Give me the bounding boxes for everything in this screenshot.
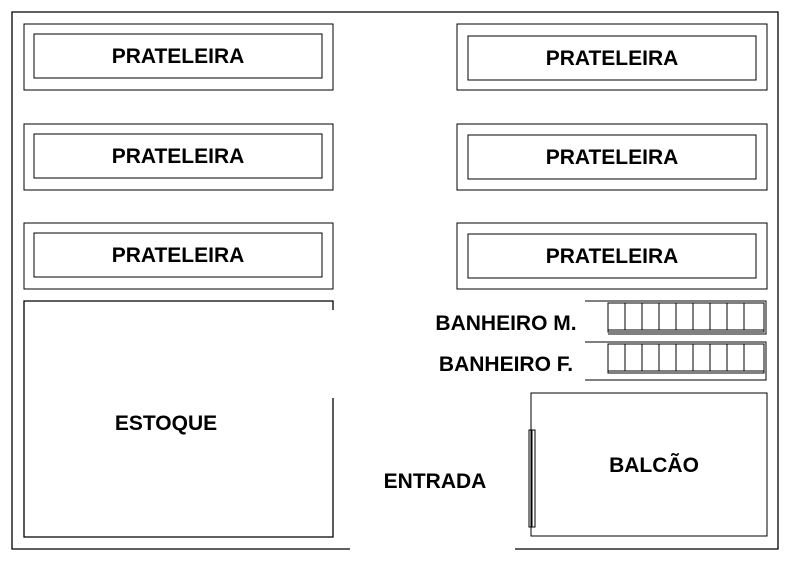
counter[interactable]: BALCÃO <box>528 392 768 537</box>
shelf-label: PRATELEIRA <box>546 47 679 70</box>
shelf-left-3[interactable]: PRATELEIRA <box>23 222 334 290</box>
outer-wall <box>11 11 779 550</box>
entrance-label: ENTRADA <box>384 470 487 493</box>
restroom-male[interactable]: BANHEIRO M. <box>435 300 767 335</box>
shelf-label: PRATELEIRA <box>112 145 245 168</box>
shelf-left-2[interactable]: PRATELEIRA <box>23 123 334 191</box>
shelf-right-2[interactable]: PRATELEIRA <box>456 123 768 191</box>
shelf-label: PRATELEIRA <box>112 244 245 267</box>
restroom-male-stalls <box>624 303 745 330</box>
restroom-male-label: BANHEIRO M. <box>435 312 576 335</box>
counter-label: BALCÃO <box>609 454 699 477</box>
restroom-female-stalls <box>624 344 745 371</box>
shelf-label: PRATELEIRA <box>112 45 245 68</box>
shelf-right-1[interactable]: PRATELEIRA <box>456 23 768 91</box>
shelf-label: PRATELEIRA <box>546 146 679 169</box>
shelf-right-3[interactable]: PRATELEIRA <box>456 222 768 290</box>
restroom-female[interactable]: BANHEIRO F. <box>439 341 767 381</box>
stock-room[interactable]: ESTOQUE <box>23 300 334 538</box>
restroom-female-label: BANHEIRO F. <box>439 353 573 376</box>
stock-room-label: ESTOQUE <box>115 412 217 435</box>
shelf-left-1[interactable]: PRATELEIRA <box>23 23 334 91</box>
shelf-label: PRATELEIRA <box>546 245 679 268</box>
